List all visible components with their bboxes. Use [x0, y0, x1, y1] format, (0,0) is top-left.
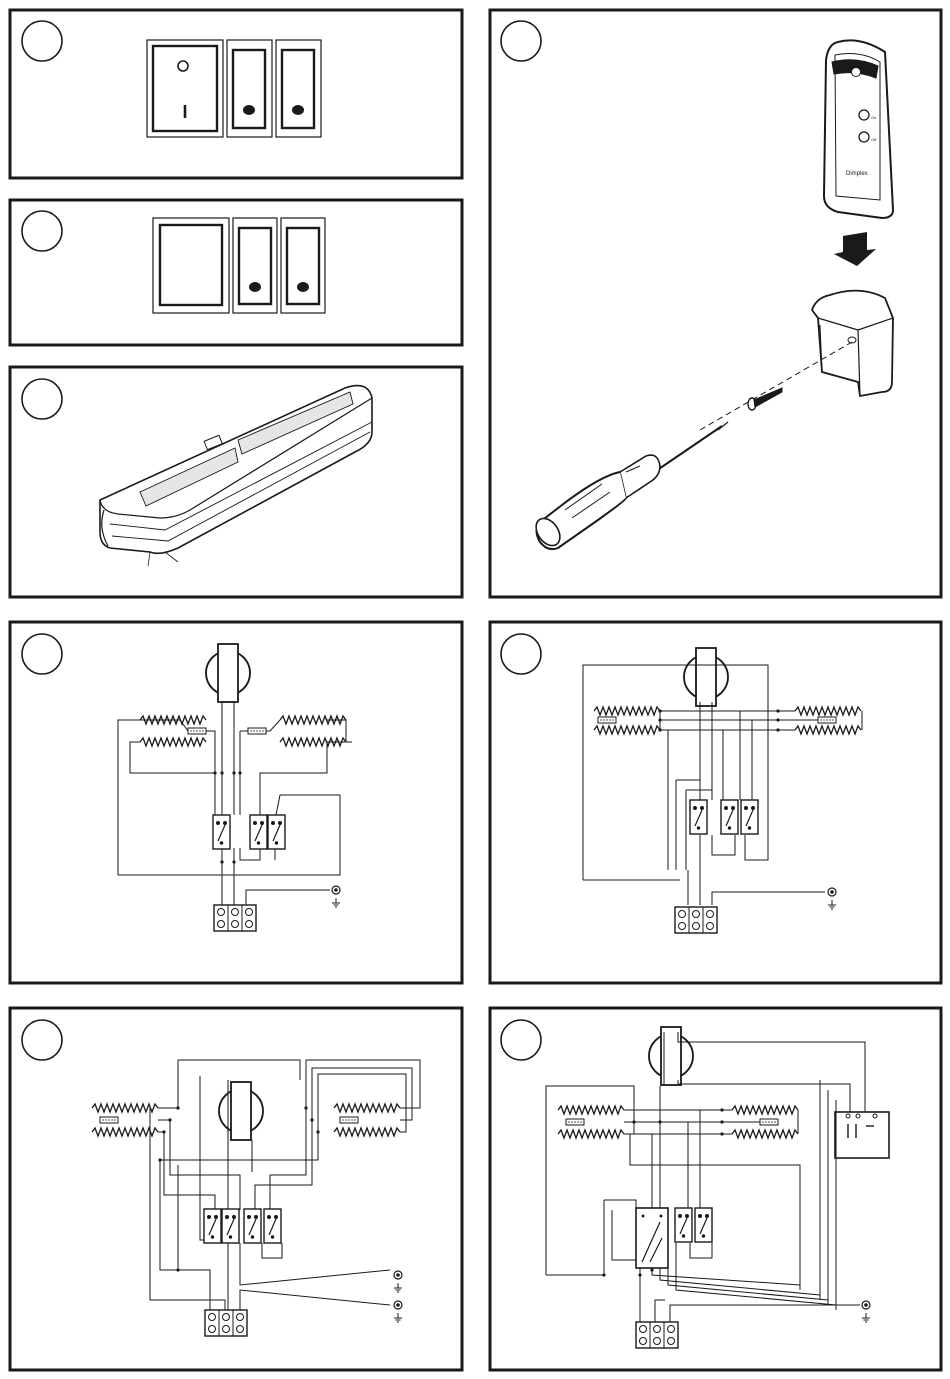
- switch: [222, 1209, 239, 1243]
- step-number-circle: [22, 1020, 62, 1060]
- heat-switch-2: [281, 218, 325, 313]
- switch: [695, 1208, 712, 1242]
- switch: [204, 1209, 221, 1243]
- panel-6-wiring-diagram: [490, 622, 941, 983]
- switch: [250, 815, 267, 849]
- switch: [264, 1209, 281, 1243]
- step-number-circle: [22, 634, 62, 674]
- remote-on-label: On: [871, 115, 876, 120]
- thermal-fuse: [248, 728, 266, 734]
- heat-switch-2: [276, 40, 321, 137]
- terminal-block: [636, 1322, 678, 1348]
- switch-on-symbol: I: [182, 102, 187, 122]
- step-number-circle: [501, 21, 541, 61]
- switch: [741, 800, 758, 834]
- remote-brand-logo: Dimplex: [846, 171, 868, 177]
- switch: [244, 1209, 261, 1243]
- switch: [690, 800, 707, 834]
- step-number-circle: [22, 21, 62, 61]
- receiver-module: [835, 1112, 889, 1158]
- thermal-fuse: [188, 728, 206, 734]
- main-switch: [636, 1208, 668, 1268]
- panel-7-wiring-diagram: [10, 1008, 462, 1370]
- step-number-circle: [22, 379, 62, 419]
- heat-switch-1: [233, 218, 277, 313]
- switch: [721, 800, 738, 834]
- panel-2: [10, 200, 462, 345]
- terminal-block: [214, 905, 256, 931]
- terminal-block: [675, 907, 717, 933]
- remote-control: On Off Dimplex: [824, 40, 893, 218]
- heat-switch-1: [227, 40, 272, 137]
- panel-1: I: [10, 10, 462, 178]
- main-rocker-switch: I: [147, 40, 223, 137]
- panel-5-wiring-diagram: [10, 622, 462, 983]
- panel-4: On Off Dimplex: [490, 10, 941, 597]
- panel-8-wiring-diagram: [490, 1008, 941, 1370]
- main-rocker-switch: [153, 218, 229, 313]
- terminal-block: [205, 1310, 247, 1336]
- switch: [268, 815, 285, 849]
- switch: [213, 815, 230, 849]
- switch: [675, 1208, 692, 1242]
- step-number-circle: [22, 211, 62, 251]
- step-number-circle: [501, 634, 541, 674]
- remote-off-label: Off: [871, 137, 877, 142]
- step-number-circle: [501, 1020, 541, 1060]
- panel-3: [10, 367, 462, 597]
